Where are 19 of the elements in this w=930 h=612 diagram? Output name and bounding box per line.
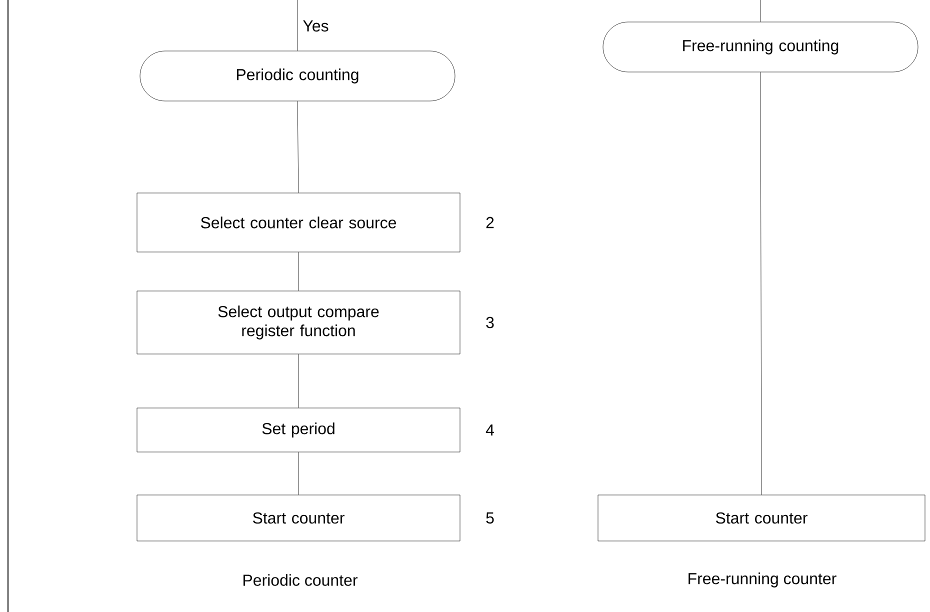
process-box: Start counter (598, 494, 926, 542)
connector-line (760, 0, 761, 22)
step-number: 2 (486, 216, 494, 228)
caption-text: Free-running counter (688, 572, 836, 588)
process-box: Select counter clear source (136, 192, 460, 252)
process-box: Set period (136, 408, 460, 452)
caption-text: Periodic counter (244, 574, 358, 586)
step-number: 5 (486, 512, 494, 524)
connector-line (297, 101, 299, 193)
process-box: Start counter (136, 494, 460, 542)
connector-line (760, 72, 762, 495)
connector-line (298, 354, 299, 408)
connector-line (298, 452, 299, 495)
edge-label: Yes (303, 20, 328, 32)
connector-line (297, 0, 298, 51)
process-box: Select output compare register function (136, 290, 460, 354)
step-number: 4 (486, 424, 494, 436)
step-number: 3 (486, 316, 494, 328)
connector-line (298, 252, 299, 291)
